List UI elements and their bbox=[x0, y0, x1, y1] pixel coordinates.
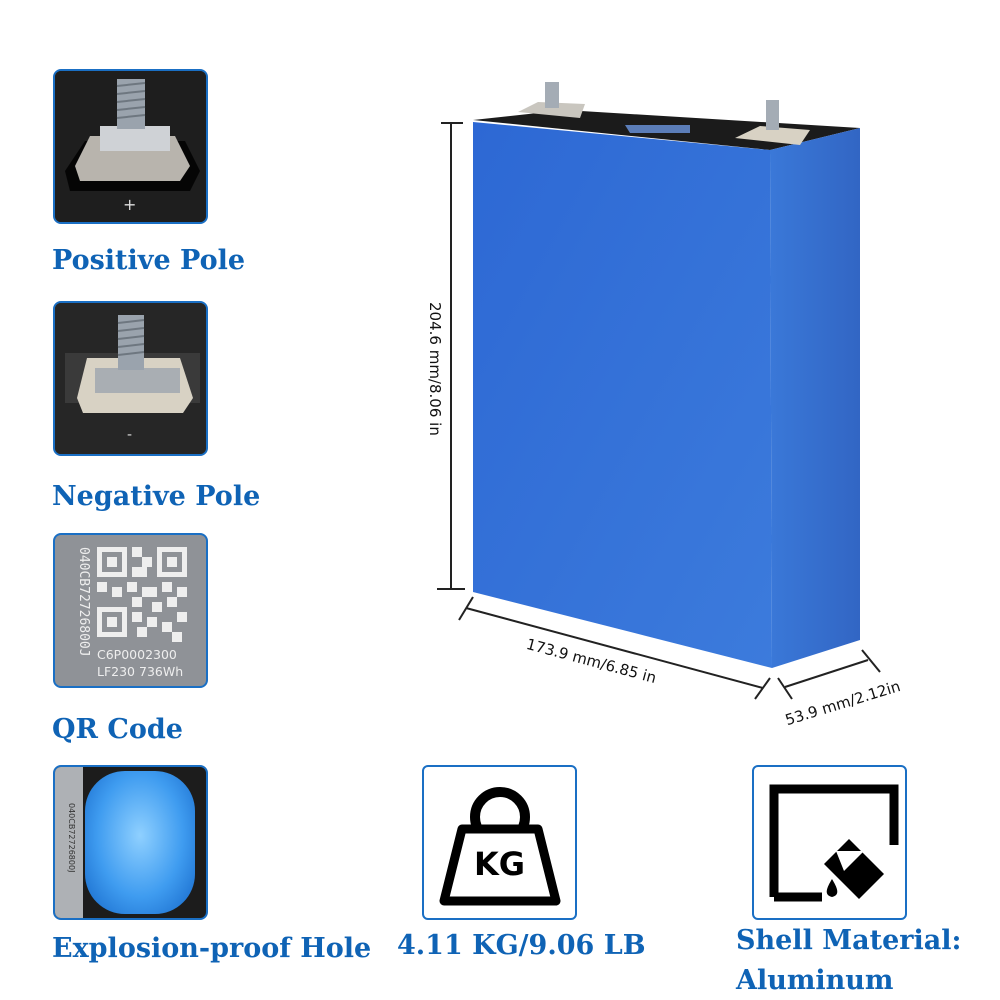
paint-bucket-icon bbox=[769, 784, 899, 902]
qr-code-line2: LF230 736Wh bbox=[97, 664, 184, 679]
material-icon-box bbox=[752, 765, 907, 920]
explosion-proof-hole-image: 040CB72726800J bbox=[53, 765, 208, 920]
negative-mark: - bbox=[127, 427, 133, 443]
material-label-line2: Aluminum bbox=[736, 965, 894, 996]
positive-mark: + bbox=[123, 195, 137, 214]
qr-code-line1: C6P0002300 bbox=[97, 647, 177, 662]
positive-pole-image: + bbox=[53, 69, 208, 224]
label-strip bbox=[55, 767, 83, 918]
negative-pole-label: Negative Pole bbox=[52, 481, 261, 512]
weight-icon-text: KG bbox=[474, 845, 526, 883]
weight-icon-box: KG bbox=[422, 765, 577, 920]
qr-code-image: 040CB72726800J C6P0002300 LF230 736Wh bbox=[53, 533, 208, 688]
weight-label: 4.11 KG/9.06 LB bbox=[397, 930, 646, 961]
positive-pole-label: Positive Pole bbox=[52, 245, 246, 276]
material-label-line1: Shell Material: bbox=[736, 925, 962, 956]
hole-side-text: 040CB72726800J bbox=[67, 803, 76, 873]
qr-code-label: QR Code bbox=[52, 714, 183, 745]
battery-cell-image bbox=[437, 82, 881, 700]
negative-pole-image: - bbox=[53, 301, 208, 456]
height-dimension: 204.6 mm/8.06 in bbox=[426, 302, 444, 436]
hole-cover bbox=[85, 771, 195, 914]
qr-code-icon bbox=[97, 547, 187, 642]
explosion-proof-hole-label: Explosion-proof Hole bbox=[52, 933, 372, 964]
weight-kg-icon bbox=[439, 787, 561, 906]
